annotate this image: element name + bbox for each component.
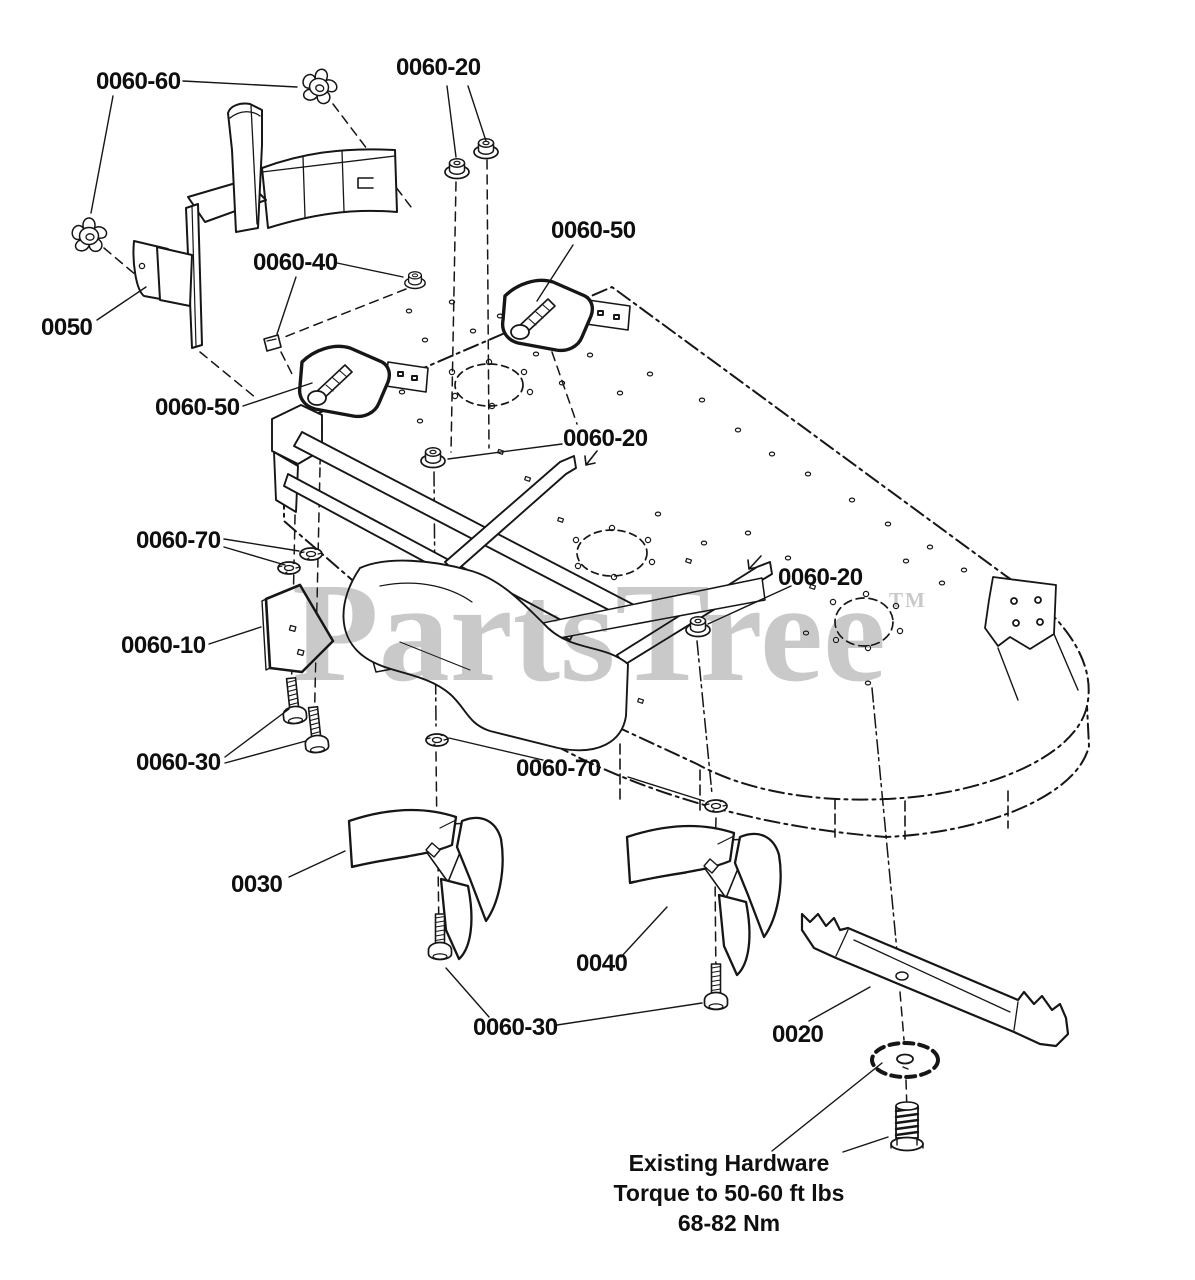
hardware-icons xyxy=(69,64,940,1152)
nut-0060-40-icon xyxy=(404,271,426,290)
lock-washer-r2-icon xyxy=(704,799,728,813)
callout-0060-20-top: 0060-20 xyxy=(396,54,481,81)
callout-0040: 0040 xyxy=(576,950,628,977)
flange-nut-middle-icon xyxy=(420,446,446,469)
callout-0060-10: 0060-10 xyxy=(121,632,206,659)
deck-right-bracket xyxy=(984,576,1079,701)
callout-0030: 0030 xyxy=(231,871,283,898)
callout-0060-30-bottom: 0060-30 xyxy=(473,1014,558,1041)
callout-0060-70-left: 0060-70 xyxy=(136,527,221,554)
callout-0060-60: 0060-60 xyxy=(96,68,181,95)
clip-0060-40-icon xyxy=(263,334,282,352)
blade-washer-disc-icon xyxy=(870,1041,940,1079)
callout-0060-20-right: 0060-20 xyxy=(778,564,863,591)
callout-0060-20-middle: 0060-20 xyxy=(563,425,648,452)
torque-note-line3: 68-82 Nm xyxy=(677,1210,781,1236)
callout-0060-70-right: 0060-70 xyxy=(516,755,601,782)
watermark-tm-mark: TM xyxy=(889,588,927,612)
part-0050-baffle-assembly xyxy=(132,102,398,349)
deck-bolt-holes xyxy=(398,299,1000,704)
callout-0020: 0020 xyxy=(772,1021,824,1048)
callout-leader-lines xyxy=(90,80,889,1153)
part-0060-10-plate xyxy=(261,583,335,674)
flange-nut-top2-icon xyxy=(473,137,499,160)
mower-deck-outline xyxy=(271,286,1090,840)
part-0040-mulching-blade xyxy=(625,824,782,977)
torque-note: Existing Hardware Torque to 50-60 ft lbs… xyxy=(593,1148,865,1238)
deck-internal-baffles xyxy=(271,299,773,752)
lock-washer-r1-icon xyxy=(425,733,449,747)
wing-knob-left-icon xyxy=(69,217,109,254)
torque-note-line1: Existing Hardware xyxy=(628,1150,830,1176)
deck-arrow-marks xyxy=(584,450,762,570)
part-0030-mulching-blade xyxy=(347,808,504,961)
part-0060-50-bracket-left xyxy=(297,344,392,419)
carriage-bolt-b2-icon xyxy=(703,963,729,1011)
watermark-text: PartsTree xyxy=(292,553,887,711)
watermark: PartsTree TM xyxy=(292,553,927,711)
flange-nut-top1-icon xyxy=(444,157,470,180)
part-0020-bagging-blade xyxy=(800,912,1070,1048)
spindle-opening-right xyxy=(829,590,904,652)
callout-0060-50-right: 0060-50 xyxy=(551,217,636,244)
spindle-opening-middle xyxy=(572,524,656,581)
spindle-opening-left xyxy=(448,358,534,410)
existing-hardware-bolt-icon xyxy=(890,1101,924,1152)
callout-0060-50-left: 0060-50 xyxy=(155,394,240,421)
callout-0060-40: 0060-40 xyxy=(253,249,338,276)
torque-note-line2: Torque to 50-60 ft lbs xyxy=(613,1180,845,1206)
part-0060-50-bracket-right xyxy=(500,278,595,353)
callout-0060-30-left: 0060-30 xyxy=(136,749,221,776)
wing-knob-top-icon xyxy=(296,64,343,109)
callout-0050: 0050 xyxy=(41,314,93,341)
